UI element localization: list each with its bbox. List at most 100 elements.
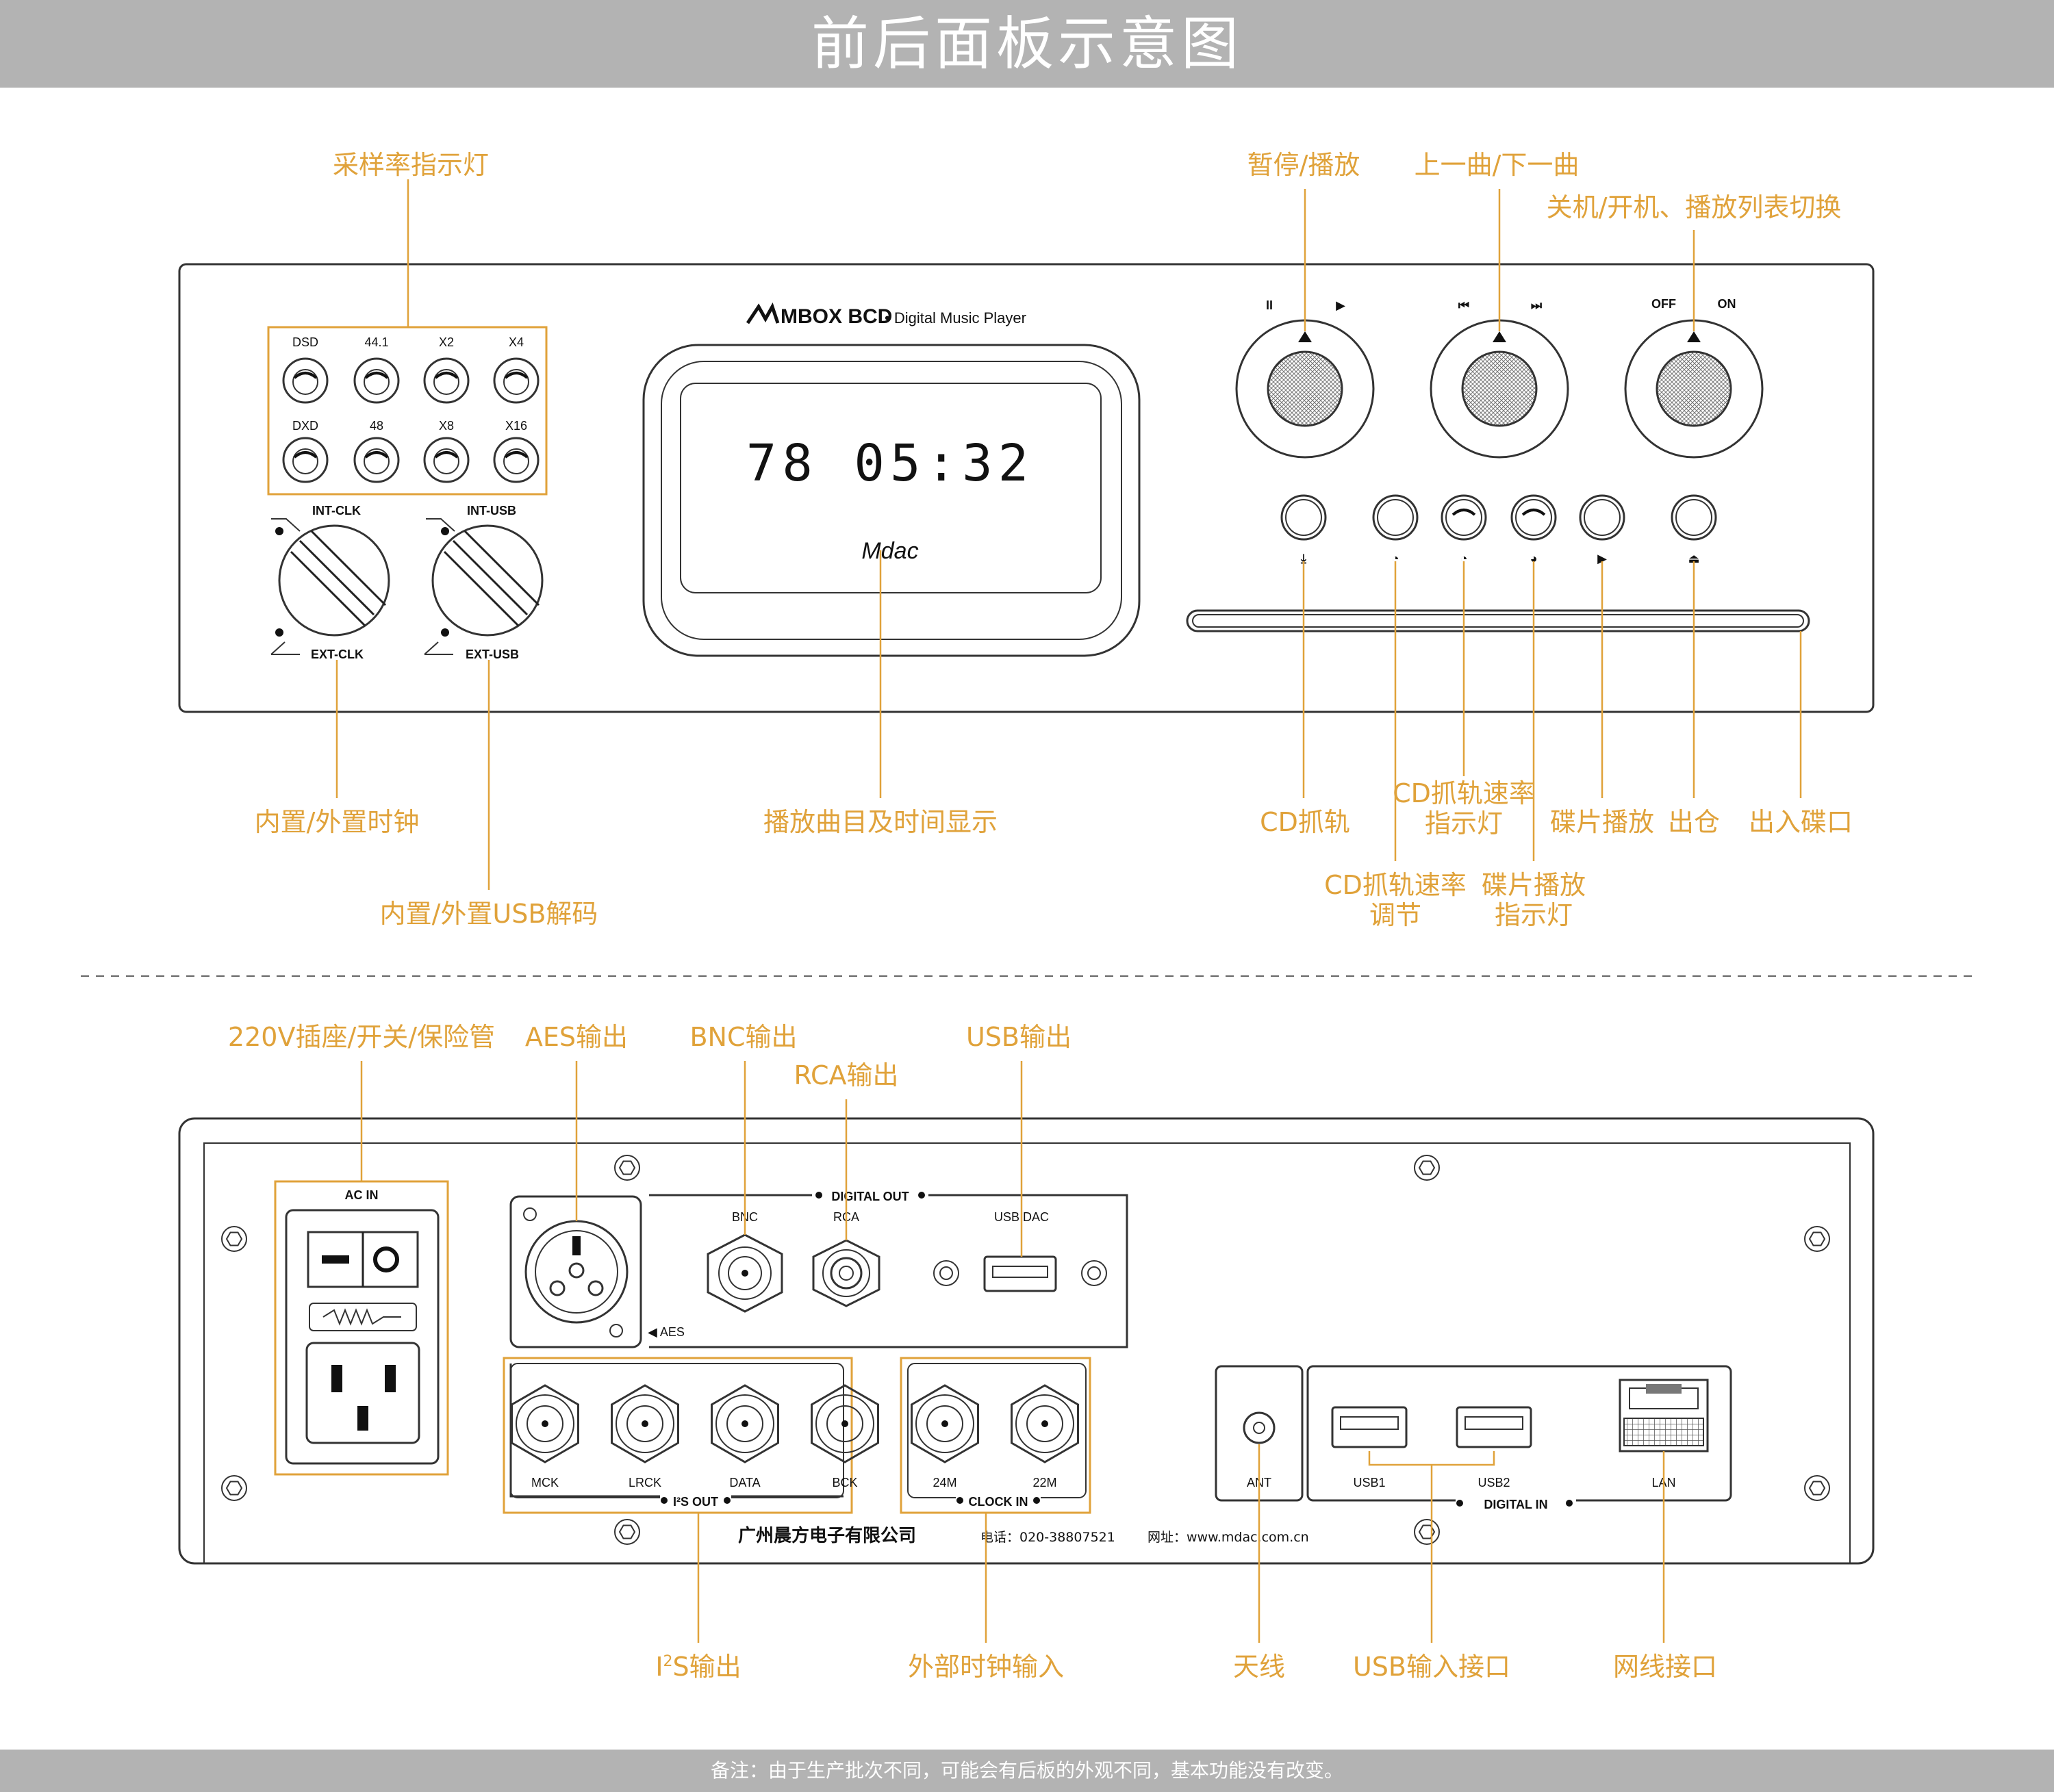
clock-knob[interactable]: INT-CLK EXT-CLK	[270, 504, 390, 661]
screw	[614, 1155, 640, 1181]
int-clk-label: INT-CLK	[312, 504, 361, 517]
front-button[interactable]: ◔	[1441, 494, 1487, 565]
display-logo: Mdac	[861, 538, 918, 564]
i2s-port-label: DATA	[729, 1476, 760, 1489]
i2s-highlight	[503, 1357, 853, 1514]
callout-rip-speed-led-line1: CD抓轨速率	[1393, 778, 1535, 808]
rear-callouts: 220V插座/开关/保险管 AES输出 BNC输出 RCA输出 USB输出 I2…	[228, 1022, 1717, 1682]
iec-socket[interactable]	[305, 1342, 420, 1444]
callout-rca-out: RCA输出	[794, 1060, 898, 1090]
callout-cd-rip: CD抓轨	[1260, 807, 1350, 837]
speed-led-icon: ◔	[1460, 552, 1468, 565]
rate-led	[493, 357, 540, 404]
callout-i2s-out: I2S输出	[655, 1652, 741, 1682]
callout-rip-speed-adj-line1: CD抓轨速率	[1324, 870, 1467, 900]
callout-ext-clock: 外部时钟输入	[908, 1652, 1064, 1682]
callout-usb-out: USB输出	[966, 1022, 1072, 1052]
company-website: 网址：www.mdac.com.cn	[1148, 1530, 1309, 1545]
rip-icon: ⤓	[1300, 552, 1307, 565]
power-switch-off-mark[interactable]	[322, 1255, 349, 1264]
front-leaders	[335, 179, 1802, 890]
callout-rip-speed-led-line2: 指示灯	[1425, 808, 1503, 839]
usb2-label: USB2	[1478, 1476, 1510, 1489]
rear-leaders	[360, 1061, 1665, 1643]
clock-in-label: CLOCK IN	[969, 1495, 1028, 1509]
disc-slot	[1186, 609, 1810, 632]
rate-led	[282, 357, 329, 404]
front-button[interactable]: ⤓	[1280, 494, 1327, 565]
rate-led-label: X2	[439, 335, 454, 349]
front-button[interactable]: ◔	[1372, 494, 1419, 565]
aes-label: ◀ AES	[648, 1325, 685, 1339]
bnc-connector[interactable]	[707, 1233, 783, 1313]
usb1-label: USB1	[1353, 1476, 1385, 1489]
i2s-port-label: MCK	[531, 1476, 559, 1489]
clock-port[interactable]: 24M	[911, 1384, 979, 1489]
rca-connector[interactable]	[812, 1239, 880, 1307]
rate-led-label: X4	[509, 335, 524, 349]
clock-port[interactable]: 22M	[1011, 1384, 1079, 1489]
display-window: 78 05:32 Mdac	[642, 344, 1141, 657]
i2s-port[interactable]: DATA	[711, 1384, 779, 1489]
brand-logo: MBOX BCD • Digital Music Player	[746, 302, 1026, 328]
i2s-out-label: I²S OUT	[673, 1495, 718, 1509]
rear-panel: AC IN ◀ AES	[178, 1117, 1875, 1565]
usb-dac-port[interactable]	[933, 1255, 1107, 1292]
front-button[interactable]: ◕	[1510, 494, 1557, 565]
callout-usb-in: USB输入接口	[1353, 1652, 1510, 1682]
rate-led-label: DXD	[292, 419, 318, 433]
fuse-holder[interactable]	[309, 1303, 417, 1331]
speed-down-icon: ◔	[1392, 552, 1399, 565]
off-label: OFF	[1651, 297, 1676, 311]
ext-usb-label: EXT-USB	[466, 648, 519, 661]
usb-knob[interactable]: INT-USB EXT-USB	[424, 504, 544, 661]
i2s-port-label: BCK	[832, 1476, 857, 1489]
i2s-output-panel: MCK LRCK DATA BCK I²S OUT	[509, 1363, 879, 1509]
footer-note: 备注：由于生产批次不同，可能会有后板的外观不同，基本功能没有改变。	[0, 1750, 2054, 1792]
rear-screws	[221, 1155, 1830, 1545]
clock-input-panel: 24M 22M CLOCK IN	[907, 1363, 1087, 1509]
front-button[interactable]: ▶	[1579, 494, 1625, 565]
digital-in-panel: DIGITAL IN USB1 USB2 LAN	[1306, 1365, 1732, 1511]
callout-clock: 内置/外置时钟	[255, 807, 420, 837]
callout-aes-out: AES输出	[525, 1022, 628, 1052]
i2s-port-label: LRCK	[629, 1476, 661, 1489]
lan-port[interactable]: LAN	[1619, 1379, 1709, 1489]
rate-led	[353, 357, 400, 404]
callout-power: 220V插座/开关/保险管	[228, 1022, 495, 1052]
rate-led	[493, 437, 540, 483]
dial-pause-play[interactable]: II ▶	[1235, 298, 1375, 459]
dial-power[interactable]: OFF ON	[1624, 297, 1764, 459]
screw	[221, 1226, 247, 1252]
company-name: 广州晨方电子有限公司	[738, 1525, 916, 1546]
ac-in-label: AC IN	[345, 1188, 379, 1202]
screw	[614, 1519, 640, 1545]
callout-usb-decode: 内置/外置USB解码	[380, 899, 598, 929]
screw	[1414, 1519, 1440, 1545]
rate-led	[423, 357, 470, 404]
callout-lan-port: 网线接口	[1613, 1652, 1717, 1682]
on-label: ON	[1718, 297, 1736, 311]
callout-eject: 出仓	[1668, 807, 1720, 837]
callout-disc-play: 碟片播放	[1550, 807, 1654, 837]
power-switch-on-mark[interactable]	[373, 1246, 399, 1272]
aes-output[interactable]: ◀ AES	[509, 1195, 685, 1348]
rate-led-label: X8	[439, 419, 454, 433]
i2s-port[interactable]: BCK	[811, 1384, 879, 1489]
front-button[interactable]: ⏏	[1671, 494, 1717, 565]
callout-rip-speed-adj-line2: 调节	[1369, 900, 1421, 930]
rate-led-highlight	[267, 326, 548, 496]
usb1-port[interactable]: USB1	[1331, 1406, 1408, 1489]
callout-disc-play-led-line1: 碟片播放	[1482, 870, 1586, 900]
company-phone: 电话：020-38807521	[980, 1530, 1115, 1545]
i2s-port[interactable]: MCK	[511, 1384, 579, 1489]
ext-clk-label: EXT-CLK	[311, 648, 364, 661]
usb2-port[interactable]: USB2	[1456, 1406, 1532, 1489]
screw	[1804, 1226, 1830, 1252]
rate-led	[353, 437, 400, 483]
clock-port-label: 22M	[1032, 1476, 1056, 1489]
prev-icon: ⏮	[1458, 298, 1469, 312]
i2s-port[interactable]: LRCK	[611, 1384, 679, 1489]
